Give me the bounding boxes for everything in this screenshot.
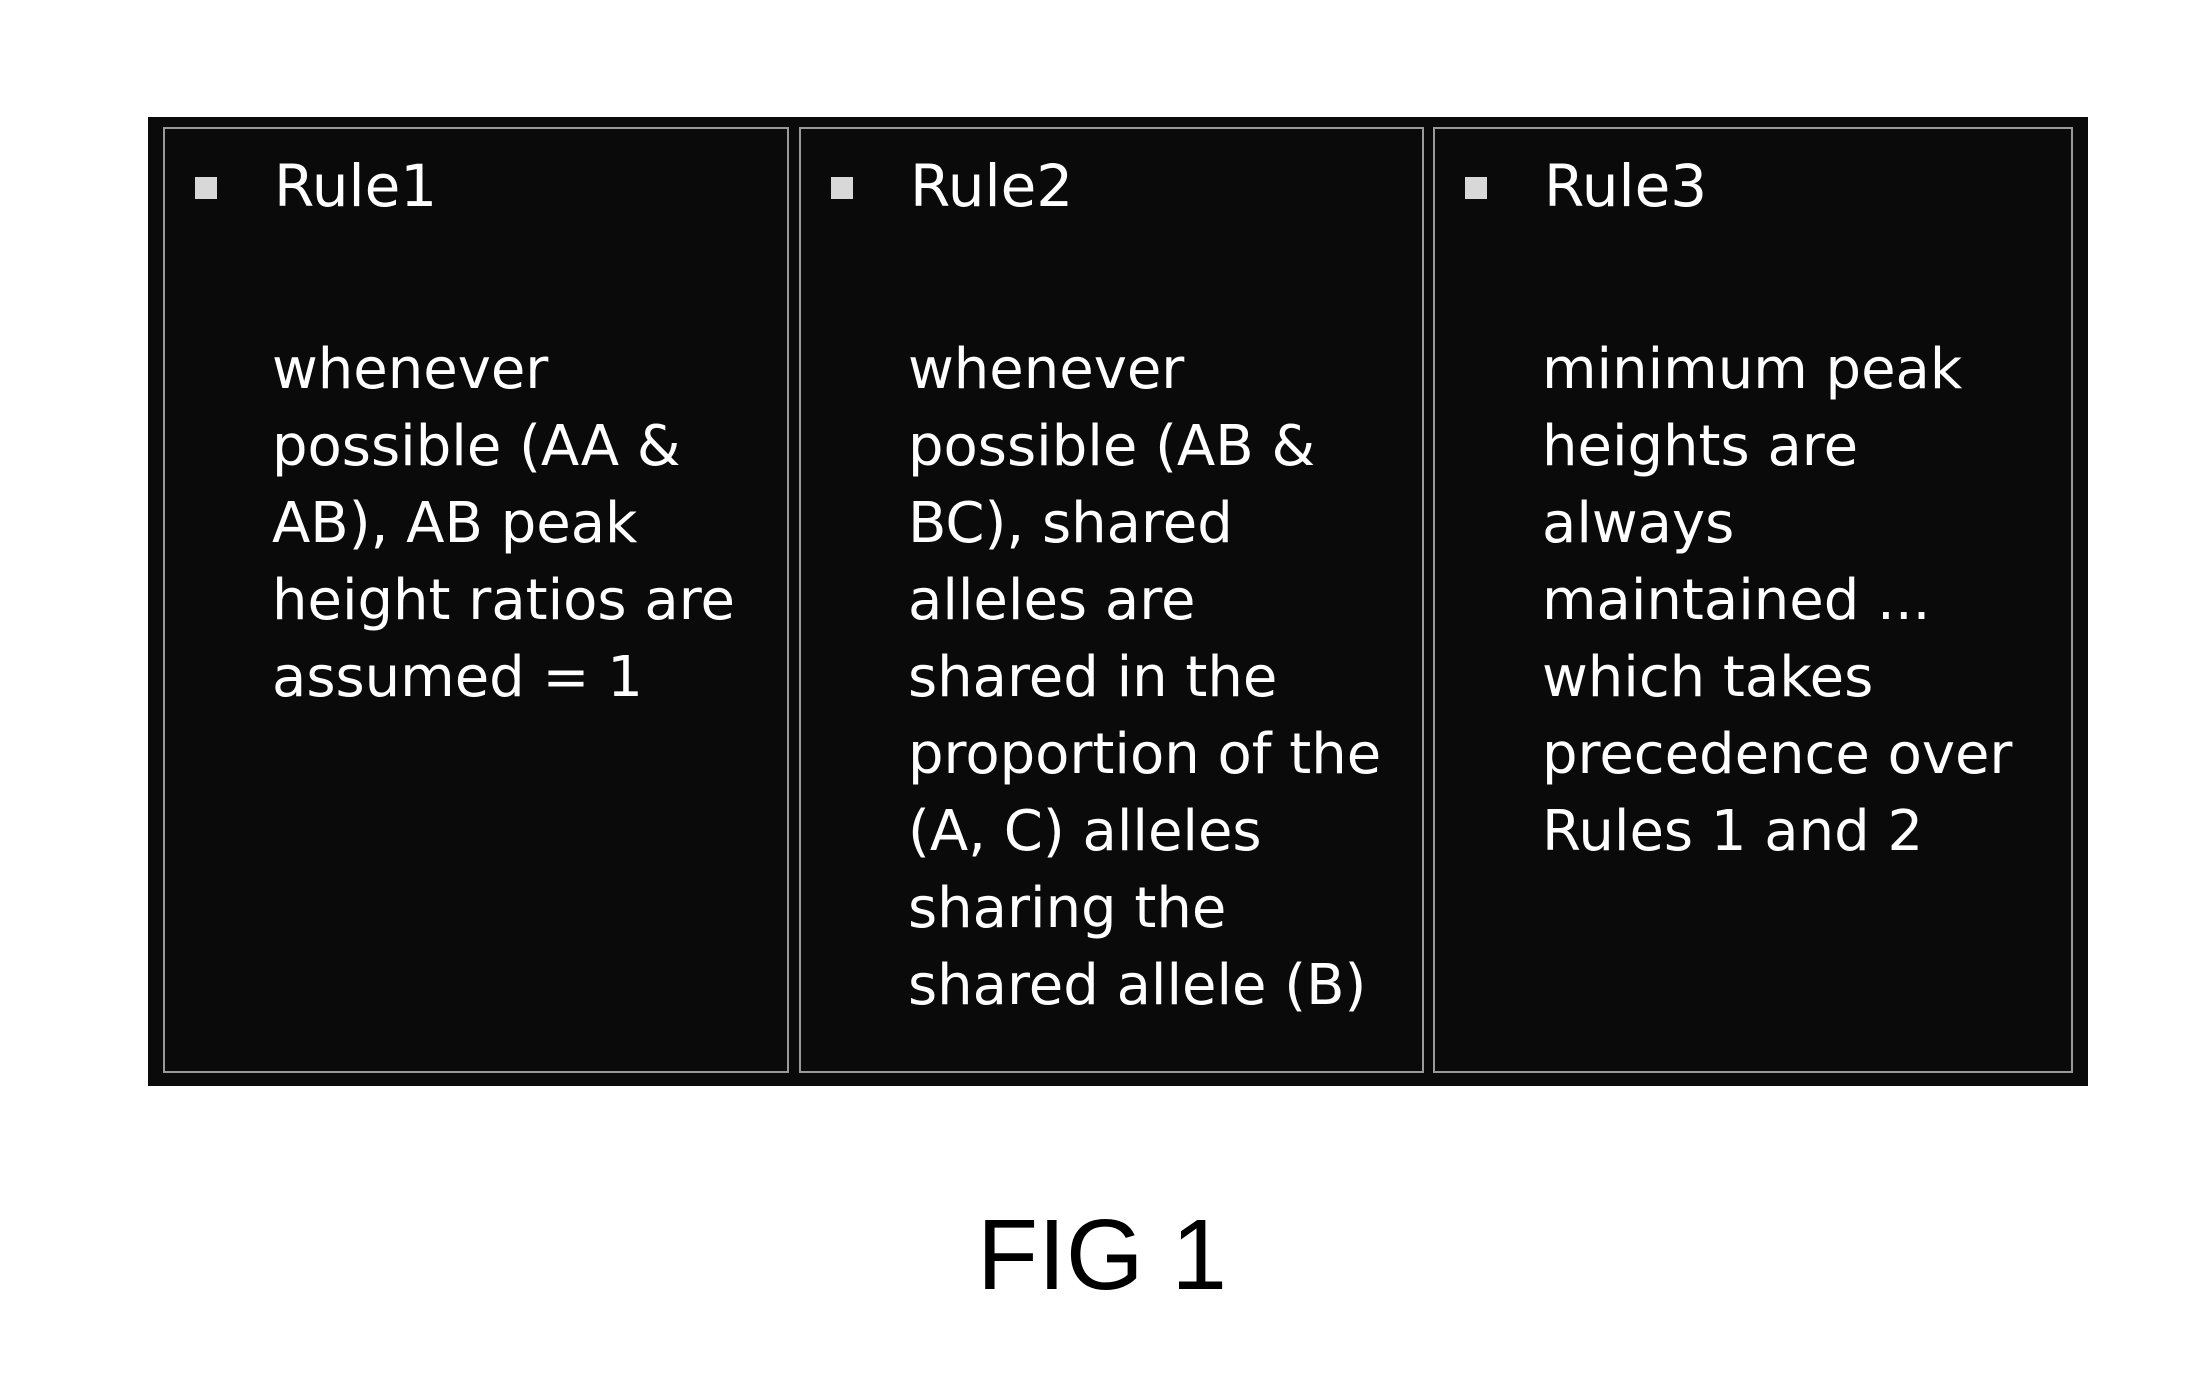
rule-3-line: which takes (1542, 639, 2052, 716)
rule-3-title: Rule3 (1544, 149, 1707, 223)
rule-1-line: height ratios are (272, 562, 782, 639)
rule-1-line: assumed = 1 (272, 639, 782, 716)
rule-2-line: proportion of the (908, 716, 1418, 793)
rule-1-title: Rule1 (274, 149, 437, 223)
rule-3-text: minimum peak heights are always maintain… (1542, 331, 2052, 870)
rule-2-line: BC), shared (908, 485, 1418, 562)
figure-caption: FIG 1 (0, 1195, 2204, 1315)
rule-3-line: always (1542, 485, 2052, 562)
rule-2-line: alleles are (908, 562, 1418, 639)
rule-1-text: whenever possible (AA & AB), AB peak hei… (272, 331, 782, 716)
rule-2-line: possible (AB & (908, 408, 1418, 485)
rule-1-column: Rule1 whenever possible (AA & AB), AB pe… (163, 127, 789, 1073)
rule-2-line: shared in the (908, 639, 1418, 716)
square-bullet-icon (831, 177, 853, 199)
rule-2-text: whenever possible (AB & BC), shared alle… (908, 331, 1418, 1024)
rule-1-line: AB), AB peak (272, 485, 782, 562)
square-bullet-icon (195, 177, 217, 199)
rule-3-column: Rule3 minimum peak heights are always ma… (1433, 127, 2073, 1073)
square-bullet-icon (1465, 177, 1487, 199)
rule-2-line: sharing the (908, 870, 1418, 947)
rule-3-line: minimum peak (1542, 331, 2052, 408)
rules-panel: Rule1 whenever possible (AA & AB), AB pe… (148, 117, 2088, 1086)
rule-2-title: Rule2 (910, 149, 1073, 223)
rule-2-line: (A, C) alleles (908, 793, 1418, 870)
rule-1-line: possible (AA & (272, 408, 782, 485)
rule-3-line: precedence over (1542, 716, 2052, 793)
rule-3-line: maintained ... (1542, 562, 2052, 639)
rule-2-line: whenever (908, 331, 1418, 408)
rule-1-line: whenever (272, 331, 782, 408)
rule-2-column: Rule2 whenever possible (AB & BC), share… (799, 127, 1424, 1073)
rule-3-line: heights are (1542, 408, 2052, 485)
rule-3-line: Rules 1 and 2 (1542, 793, 2052, 870)
rule-2-line: shared allele (B) (908, 947, 1418, 1024)
